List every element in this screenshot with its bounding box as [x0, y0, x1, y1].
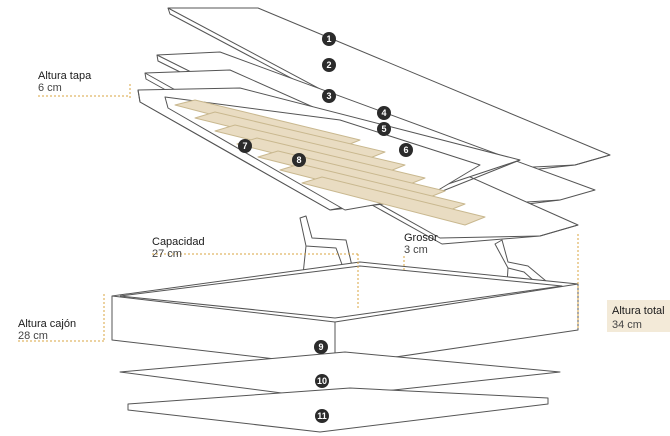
badge-5: 5 — [377, 122, 391, 136]
grosor-label: Grosor 3 cm — [404, 232, 438, 256]
altura-total-title: Altura total — [612, 305, 665, 317]
svg-text:2: 2 — [326, 60, 331, 70]
badge-2: 2 — [322, 58, 336, 72]
svg-text:10: 10 — [317, 376, 327, 386]
badge-9: 9 — [314, 340, 328, 354]
base-panel — [119, 351, 561, 399]
badge-7: 7 — [238, 139, 252, 153]
altura-cajon-title: Altura cajón — [18, 318, 77, 330]
number-badges: 1 2 3 4 5 6 7 8 9 10 11 — [238, 32, 413, 423]
svg-text:11: 11 — [317, 411, 327, 421]
badge-10: 10 — [315, 374, 329, 388]
badge-8: 8 — [292, 153, 306, 167]
svg-text:7: 7 — [242, 141, 247, 151]
capacidad-title: Capacidad — [152, 236, 205, 248]
svg-text:1: 1 — [326, 34, 331, 44]
altura-cajon-label: Altura cajón 28 cm — [18, 318, 76, 342]
svg-text:9: 9 — [318, 342, 323, 352]
altura-tapa-value: 6 cm — [38, 82, 62, 95]
capacidad-value: 27 cm — [152, 248, 182, 261]
altura-total-box: Altura total 34 cm — [607, 300, 670, 332]
badge-11: 11 — [315, 409, 329, 423]
altura-cajon-value: 28 cm — [18, 330, 48, 343]
grosor-value: 3 cm — [404, 244, 428, 257]
svg-text:6: 6 — [403, 145, 408, 155]
badge-3: 3 — [322, 89, 336, 103]
altura-total-value: 34 cm — [612, 319, 642, 331]
drawer-box — [111, 261, 579, 367]
svg-text:5: 5 — [381, 124, 386, 134]
slats — [174, 99, 486, 226]
badge-1: 1 — [322, 32, 336, 46]
svg-text:8: 8 — [296, 155, 301, 165]
grosor-title: Grosor — [404, 232, 438, 244]
svg-text:3: 3 — [326, 91, 331, 101]
svg-text:4: 4 — [381, 108, 386, 118]
bottom-panel — [127, 387, 549, 433]
altura-tapa-title: Altura tapa — [38, 70, 92, 82]
dimension-lines — [18, 84, 579, 342]
capacidad-label: Capacidad 27 cm — [152, 236, 205, 260]
badge-4: 4 — [377, 106, 391, 120]
altura-tapa-label: Altura tapa 6 cm — [38, 70, 91, 94]
badge-6: 6 — [399, 143, 413, 157]
